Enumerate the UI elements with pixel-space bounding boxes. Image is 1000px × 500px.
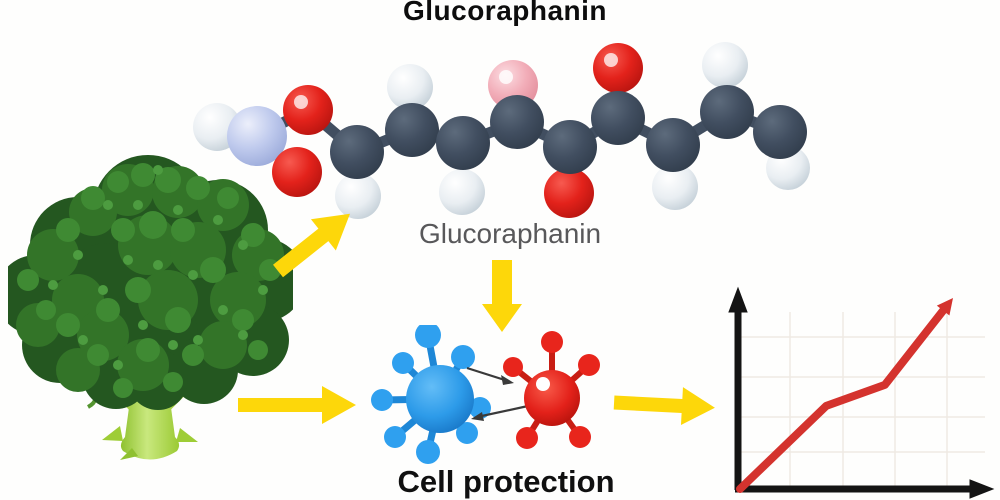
arrow-shape: [238, 386, 356, 424]
carbon-atom: [543, 120, 597, 174]
highlight: [294, 95, 308, 109]
arrow-cells-to-chart: [613, 387, 715, 426]
molecule-ball-stick-illustration: [193, 42, 810, 219]
broccoli-trunk-nub: [102, 426, 123, 441]
hydrogen-atom: [335, 173, 381, 219]
molecule-atoms: [193, 42, 810, 219]
carbon-atom: [591, 91, 645, 145]
carbon-atom: [436, 116, 490, 170]
broccoli-trunk: [120, 400, 180, 460]
red-cell-icon: [503, 331, 600, 449]
broccoli-trunk-nub: [120, 448, 138, 460]
molecule-caption: Glucoraphanin: [418, 218, 602, 249]
hydrogen-atom: [439, 169, 485, 215]
hydrogen-atom: [652, 164, 698, 210]
trend-chart: [728, 286, 995, 499]
hydrogen-atom: [387, 64, 433, 110]
arrow-glucoraphanin-to-cells: [482, 260, 522, 332]
carbon-atom: [330, 125, 384, 179]
broccoli-head-bumps: [17, 163, 281, 398]
nitrogen-atom: [227, 106, 287, 166]
hydrogen-atom: [702, 42, 748, 88]
oxygen-atom: [272, 147, 322, 197]
blue-cell-icon: [371, 325, 491, 464]
oxygen-atom: [544, 168, 594, 218]
chart-gridlines: [740, 312, 985, 487]
carbon-atom: [646, 118, 700, 172]
chart-axes: [728, 286, 995, 499]
broccoli-trunk-nub: [176, 428, 198, 442]
interaction-arrows: [466, 366, 529, 421]
arrow-shape: [482, 260, 522, 332]
highlight: [499, 70, 513, 84]
diagram-title: Glucoraphanin: [402, 0, 608, 26]
carbon-atom: [385, 103, 439, 157]
highlight: [536, 377, 550, 391]
chart-trend-line: [736, 298, 953, 493]
oxygen-atom: [283, 85, 333, 135]
arrow-broccoli-to-cells: [238, 386, 356, 424]
broccoli-illustration: [8, 155, 293, 460]
cells-illustration: [371, 325, 600, 464]
highlight: [604, 53, 618, 67]
carbon-atom: [700, 85, 754, 139]
broccoli-head-dots: [48, 165, 268, 370]
cells-caption: Cell protection: [397, 464, 615, 499]
carbon-atom: [490, 95, 544, 149]
arrow-shape: [273, 213, 350, 278]
arrow-broccoli-to-glucoraphanin: [273, 213, 350, 278]
arrow-shape: [613, 387, 715, 426]
carbon-atom: [753, 105, 807, 159]
oxygen-atom: [593, 43, 643, 93]
